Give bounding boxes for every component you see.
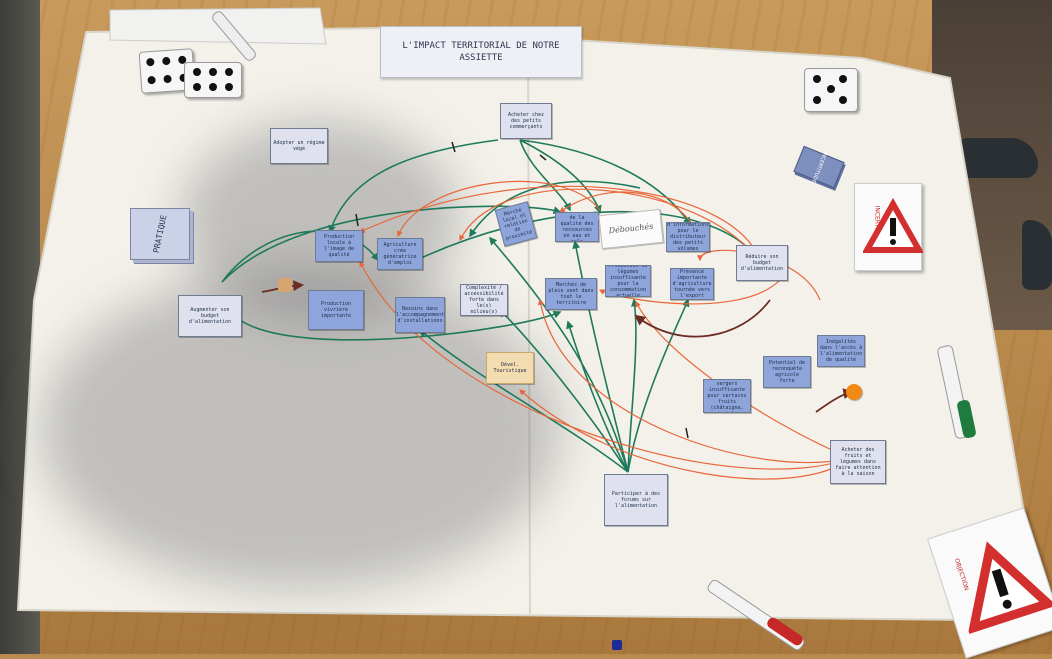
die-pip: [193, 83, 201, 91]
incertitude-card[interactable]: INCERTITUDE: [854, 183, 923, 271]
post-it[interactable]: Dével. Touristique: [486, 352, 534, 384]
title-card: L'IMPACT TERRITORIAL DE NOTRE ASSIETTE: [380, 26, 582, 78]
shoe: [1022, 220, 1052, 290]
pratique-card[interactable]: PRATIQUE: [130, 208, 190, 260]
die-pip: [225, 68, 233, 76]
node-card[interactable]: Participer à des forums sur l'alimentati…: [604, 474, 668, 526]
die-pip: [225, 83, 233, 91]
node-card[interactable]: Acheter des fruits et légumes dans faire…: [830, 440, 886, 484]
die-pip: [839, 75, 847, 83]
die-pip: [147, 75, 156, 85]
die-pip: [209, 83, 217, 91]
node-card[interactable]: Production locale à l'image de qualité: [315, 230, 363, 262]
die-pip: [813, 96, 821, 104]
photo-shadow: [40, 270, 560, 590]
blue-die[interactable]: [612, 640, 622, 650]
node-card[interactable]: Marchés de plein vent dans tout le terri…: [545, 278, 597, 310]
warning-icon: [967, 541, 1052, 635]
objection-card[interactable]: OBJECTION: [927, 507, 1052, 659]
node-card[interactable]: Diffusion d'informations pour le distrib…: [666, 222, 710, 252]
handwritten-box: Débouchés: [598, 208, 664, 250]
node-card[interactable]: Inégalités dans l'accès à l'alimentation…: [817, 335, 865, 367]
die[interactable]: [804, 68, 858, 112]
die-pip: [839, 96, 847, 104]
node-card[interactable]: Complexité / accessibilité forte dans le…: [460, 284, 508, 316]
node-card[interactable]: Agriculture crée génératrice d'emploi: [377, 238, 423, 270]
node-card[interactable]: Augmenter son budget d'alimentation: [178, 295, 242, 337]
die-pip: [827, 85, 835, 93]
node-card[interactable]: Besoins dans l'accompagnement d'installa…: [395, 297, 445, 333]
node-card[interactable]: Potentiel de reconquête agricole forte: [763, 356, 811, 388]
warning-icon: [863, 198, 923, 253]
node-card[interactable]: Réduire son budget d'alimentation: [736, 245, 788, 281]
die[interactable]: [184, 62, 242, 98]
die-pip: [163, 74, 172, 84]
node-card[interactable]: Production de légumes insuffisante pour …: [605, 265, 651, 297]
node-card[interactable]: Production vivrière importante: [308, 290, 364, 330]
die-pip: [813, 75, 821, 83]
die-pip: [209, 68, 217, 76]
orange-token[interactable]: [846, 384, 862, 400]
shoe: [958, 138, 1038, 178]
node-card[interactable]: Acheter chez des petits commerçants: [500, 103, 552, 139]
node-card[interactable]: Adopter un régime végé: [270, 128, 328, 164]
die-pip: [193, 68, 201, 76]
node-card[interactable]: Production vergers insuffisante pour cer…: [703, 379, 751, 413]
node-card[interactable]: Présence importante d'agriculture tourné…: [670, 268, 714, 300]
die-pip: [146, 57, 155, 67]
die-pip: [162, 56, 171, 66]
node-card[interactable]: Amélioration de la qualité des ressource…: [555, 212, 599, 242]
pawn[interactable]: [278, 278, 292, 292]
